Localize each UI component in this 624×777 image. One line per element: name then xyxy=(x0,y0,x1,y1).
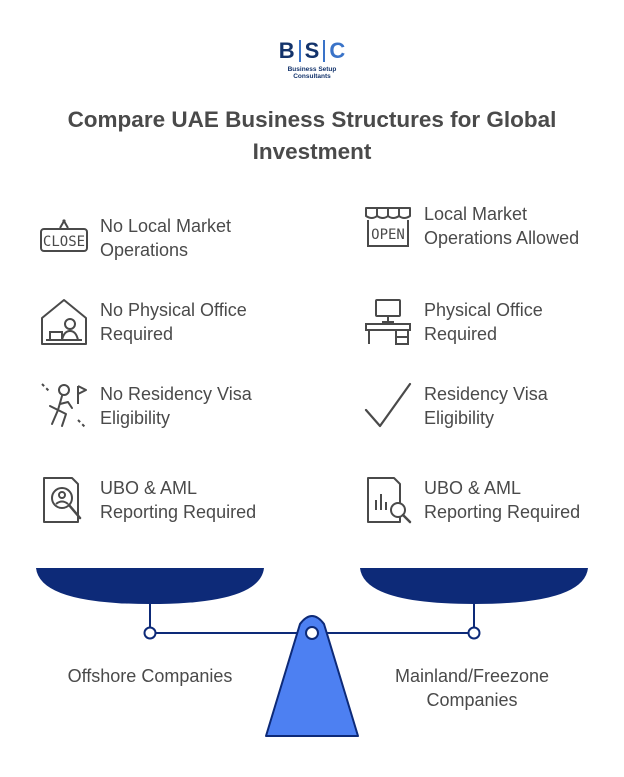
close-sign-icon: CLOSE xyxy=(38,212,90,264)
right-beam-joint xyxy=(467,626,481,640)
left-item-local-market: CLOSE No Local Market Operations xyxy=(38,212,260,264)
left-item-visa: No Residency Visa Eligibility xyxy=(38,380,260,432)
left-item-label: No Residency Visa Eligibility xyxy=(100,384,252,428)
mainland-freezone-companies-label: Mainland/Freezone Companies xyxy=(394,666,550,710)
right-item-visa: Residency Visa Eligibility xyxy=(362,380,584,432)
page-title: Compare UAE Business Structures for Glob… xyxy=(67,107,557,164)
bsc-logo: B S C Business Setup Consultants xyxy=(274,38,350,88)
desk-computer-icon xyxy=(362,296,414,348)
logo-subtitle: Business Setup Consultants xyxy=(287,66,337,80)
left-beam-joint xyxy=(143,626,157,640)
left-scale-pan xyxy=(36,568,264,604)
left-item-label: UBO & AML Reporting Required xyxy=(100,478,257,522)
logo-letter-c: C xyxy=(329,38,346,63)
open-sign-text: OPEN xyxy=(371,227,405,243)
checkmark-icon xyxy=(362,380,414,432)
right-item-label: Local Market Operations Allowed xyxy=(424,204,580,248)
logo-separator xyxy=(323,40,326,62)
left-item-ubo: UBO & AML Reporting Required xyxy=(38,474,260,526)
left-item-office: No Physical Office Required xyxy=(38,296,260,348)
right-item-label: UBO & AML Reporting Required xyxy=(424,478,581,522)
left-item-label: No Local Market Operations xyxy=(100,216,232,260)
fulcrum-pivot xyxy=(305,626,319,640)
logo-separator xyxy=(298,40,301,62)
person-with-flag-icon xyxy=(38,380,90,432)
open-store-icon: OPEN xyxy=(362,200,414,252)
right-item-office: Physical Office Required xyxy=(362,296,584,348)
right-scale-pan xyxy=(360,568,588,604)
logo-letter-b: B xyxy=(278,38,295,63)
left-item-label: No Physical Office Required xyxy=(100,300,247,344)
home-office-icon xyxy=(38,296,90,348)
scale-fulcrum xyxy=(265,615,359,737)
right-item-local-market: OPEN Local Market Operations Allowed xyxy=(362,200,584,252)
logo-letter-s: S xyxy=(304,38,320,63)
right-item-label: Residency Visa Eligibility xyxy=(424,384,548,428)
chart-document-search-icon xyxy=(362,474,414,526)
right-item-ubo: UBO & AML Reporting Required xyxy=(362,474,584,526)
right-item-label: Physical Office Required xyxy=(424,300,543,344)
user-document-search-icon xyxy=(38,474,90,526)
close-sign-text: CLOSE xyxy=(43,234,85,250)
offshore-companies-label: Offshore Companies xyxy=(67,666,233,686)
